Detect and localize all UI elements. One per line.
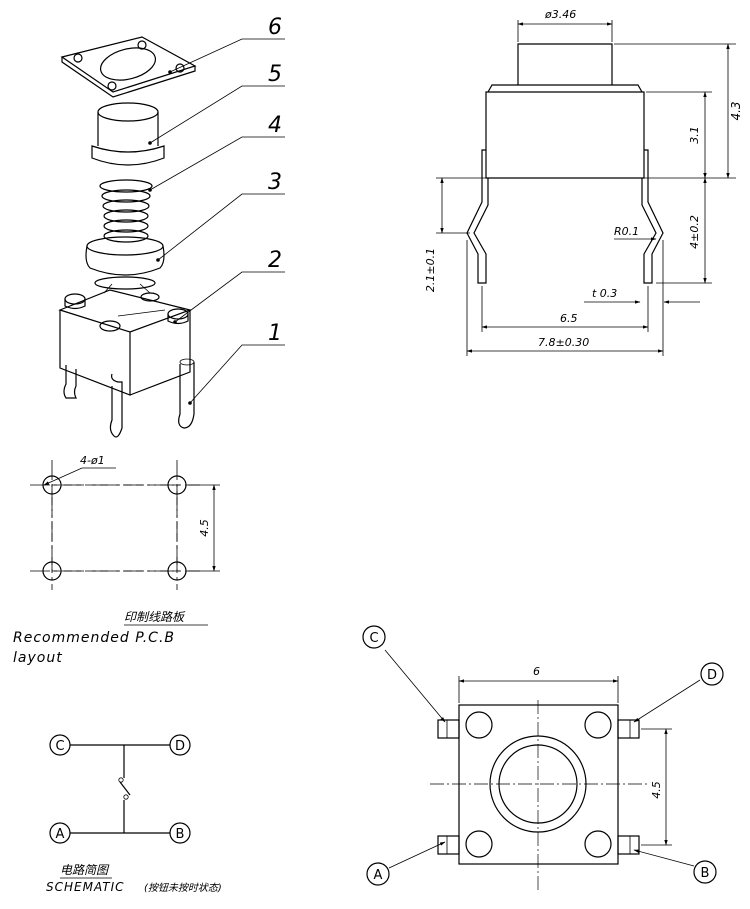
dim-cap-diameter: ø3.46: [544, 8, 576, 21]
part-4-spring: [99, 179, 153, 243]
part-5-actuator: [91, 102, 165, 166]
callout-1: 1: [268, 321, 282, 346]
schematic-terminal-a: A: [56, 827, 65, 842]
pcb-hole-label: 4-ø1: [80, 454, 105, 467]
part-1-terminals: [63, 358, 195, 438]
pcb-layout: 4-ø1 4.5 印制线路板 Recommended P.C.B layout: [13, 454, 220, 666]
callout-2: 2: [268, 248, 282, 273]
top-terminal-c: C: [369, 631, 378, 646]
part-2-base: [58, 289, 193, 396]
schematic-title-cn: 电路简图: [60, 863, 110, 877]
pcb-title-en-line1: Recommended P.C.B: [13, 630, 175, 646]
top-view: 6 4.5 C D A B: [362, 625, 724, 892]
dim-pitch: 6.5: [560, 312, 578, 325]
side-view: ø3.46 4.3 3.1 4±0.2 2.1±0.1 R0.1 t 0.3 6…: [424, 8, 743, 356]
top-terminal-d: D: [707, 668, 717, 683]
part-3-dome: [85, 236, 165, 294]
schematic-terminal-c: C: [55, 739, 64, 754]
dim-total-height: 4.3: [729, 101, 743, 120]
top-dim-width: 6: [533, 665, 540, 678]
schematic: C D A B 电路简图 SCHEMATIC (按钮未按时状态): [46, 734, 222, 894]
pcb-spacing: 4.5: [198, 519, 211, 537]
dim-leg-length: 4±0.2: [688, 215, 701, 249]
top-terminal-a: A: [374, 868, 383, 883]
schematic-title-en: SCHEMATIC: [46, 880, 125, 894]
dim-cap-height: 3.1: [688, 126, 701, 144]
callout-6: 6: [268, 15, 282, 40]
top-terminal-b: B: [701, 866, 710, 881]
dim-thickness: t 0.3: [592, 287, 617, 300]
callout-3: 3: [268, 170, 282, 195]
callout-5: 5: [268, 62, 282, 87]
top-dim-height: 4.5: [650, 781, 663, 799]
part-6-cover-plate: [60, 36, 197, 98]
schematic-terminal-b: B: [176, 827, 185, 842]
dim-width: 7.8±0.30: [538, 336, 589, 349]
schematic-terminal-d: D: [175, 739, 185, 754]
schematic-note: (按钮未按时状态): [144, 882, 222, 894]
pcb-title-en-line2: layout: [13, 650, 63, 666]
dim-radius: R0.1: [614, 225, 639, 238]
dim-lead-offset: 2.1±0.1: [424, 248, 437, 292]
pcb-title-cn: 印制线路板: [124, 610, 186, 624]
callout-4: 4: [268, 113, 282, 138]
exploded-view: 6 5 4 3 2 1: [58, 15, 285, 438]
